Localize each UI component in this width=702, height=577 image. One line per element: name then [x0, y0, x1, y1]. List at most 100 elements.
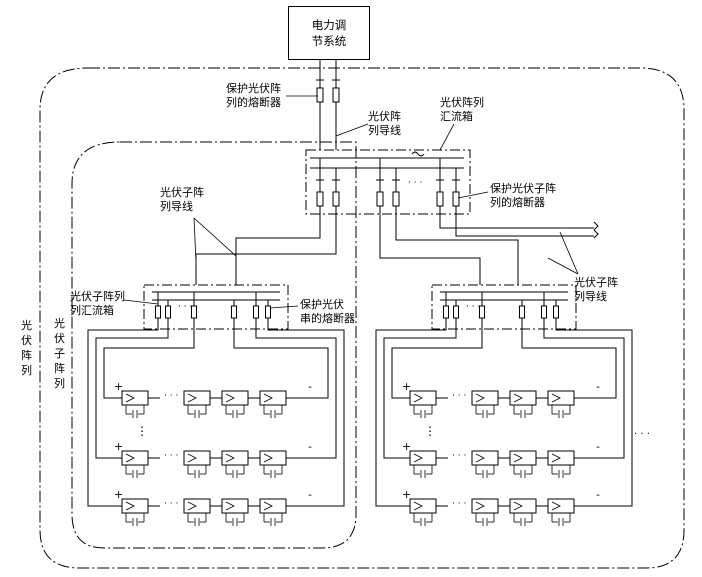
diode-mark [187, 453, 197, 463]
diode-mark [551, 501, 561, 511]
pv-module [183, 498, 211, 514]
string-ellipsis: · · · [164, 499, 179, 509]
string-ellipsis: · · · [452, 391, 467, 401]
pv-module [221, 390, 249, 406]
main-conductors [316, 60, 340, 150]
diode-mark [263, 393, 273, 403]
diode-mark [551, 393, 561, 403]
diode-mark [187, 501, 197, 511]
pv-module [409, 390, 437, 406]
plus-sign: + [114, 488, 124, 501]
diode-mark [125, 453, 135, 463]
subarray-right [375, 291, 633, 526]
plus-sign: + [114, 440, 124, 453]
string-loop-outer [87, 322, 159, 507]
subarray-combiner-label: 光伏子阵列 列汇流箱 [70, 290, 125, 317]
plus-sign: + [402, 380, 412, 393]
pv-module [259, 390, 287, 406]
pv-module [547, 390, 575, 406]
pv-module [509, 390, 537, 406]
diode-mark [413, 501, 423, 511]
array-combiner-ellipsis: · · · [408, 178, 423, 188]
leader-lines [123, 95, 579, 309]
string-return-inner [521, 322, 617, 399]
subarray-combiner-box-right [431, 284, 577, 330]
diode-mark [413, 393, 423, 403]
subarray-combiner-ellipsis: · · · [178, 302, 193, 312]
fuse [165, 305, 171, 319]
plus-sign: + [402, 440, 412, 453]
fuse [436, 191, 444, 207]
pv-array-boundary [39, 67, 685, 569]
diode-mark [125, 393, 135, 403]
fuse [519, 305, 525, 319]
fuse [452, 191, 460, 207]
strings-ellipsis: ⋮ [136, 424, 148, 438]
pv-module [259, 498, 287, 514]
subarray-wire-label-left: 光伏子阵 列导线 [160, 186, 204, 213]
fuse [541, 305, 547, 319]
diode-mark [263, 501, 273, 511]
diode-mark [263, 453, 273, 463]
pv-module [409, 498, 437, 514]
pv-subarray-boundary [71, 141, 357, 549]
plus-sign: + [402, 488, 412, 501]
diode-mark [225, 393, 235, 403]
string-return-outer [555, 322, 633, 507]
pv-module [259, 450, 287, 466]
string-return-inner [233, 322, 329, 399]
string-loop-inner [391, 322, 483, 399]
subarrays-ellipsis: · · · [634, 429, 650, 440]
pv-array-label: 光 伏 阵 列 [21, 319, 32, 377]
pv-module [221, 450, 249, 466]
string-loop-mid [383, 322, 457, 459]
string-loop-mid [95, 322, 169, 459]
minus-sign: - [308, 488, 312, 501]
fuse [453, 305, 459, 319]
string-ellipsis: · · · [164, 451, 179, 461]
pv-module [471, 390, 499, 406]
diode-mark [413, 453, 423, 463]
diode-mark [551, 453, 561, 463]
string-return-outer [267, 322, 345, 507]
fuse [265, 305, 271, 319]
pv-subarray-label: 光 伏 子 阵 列 [54, 317, 65, 390]
minus-sign: - [308, 380, 312, 393]
diode-mark [513, 501, 523, 511]
pv-module [509, 450, 537, 466]
string-return-mid [543, 322, 625, 459]
wire-break [411, 151, 425, 157]
pv-module [121, 498, 149, 514]
pv-module [547, 498, 575, 514]
fuse [376, 191, 384, 207]
plus-sign: + [114, 380, 124, 393]
diode-mark [125, 501, 135, 511]
fuse [332, 191, 340, 207]
array-combiner-box [305, 149, 471, 215]
subarray-left [87, 291, 345, 526]
diode-mark [225, 501, 235, 511]
fuse [191, 305, 197, 319]
minus-sign: - [596, 440, 600, 453]
diode-mark [475, 501, 485, 511]
string-return-mid [255, 322, 337, 459]
array-combiner-label: 光伏阵列 汇流箱 [440, 96, 484, 123]
fuse [479, 305, 485, 319]
pv-module [121, 390, 149, 406]
subarray-combiner-ellipsis: · · · [466, 302, 481, 312]
minus-sign: - [308, 440, 312, 453]
fuse [316, 191, 324, 207]
fuse [231, 305, 237, 319]
fuse [443, 305, 449, 319]
fuse [392, 191, 400, 207]
subarray-wire-label-right: 光伏子阵 列导线 [574, 276, 618, 303]
pv-module [547, 450, 575, 466]
string-ellipsis: · · · [452, 451, 467, 461]
diode-mark [187, 393, 197, 403]
string-loop-outer [375, 322, 447, 507]
array-fuse-label: 保护光伏阵 列的熔断器 [226, 82, 281, 109]
pv-module [183, 450, 211, 466]
string-ellipsis: · · · [164, 391, 179, 401]
pv-module [121, 450, 149, 466]
